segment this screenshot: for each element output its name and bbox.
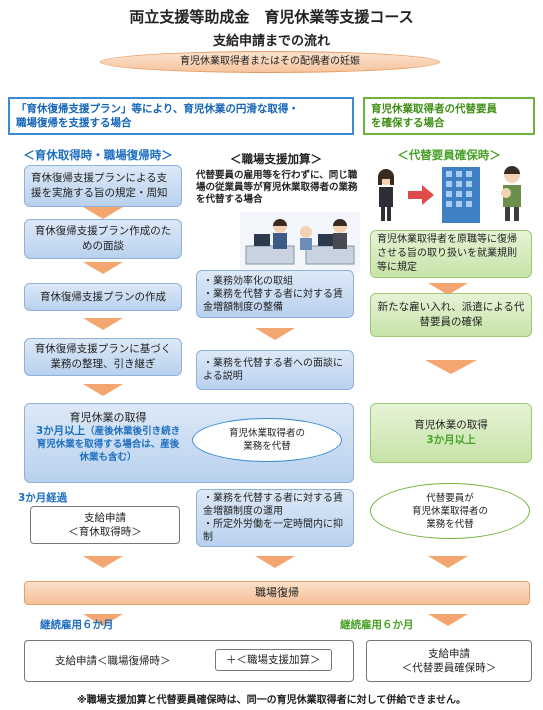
right-header-line2: を確保する場合 bbox=[371, 117, 445, 129]
col2-box1-line2: ・業務を代替する者に対する賃金増額制度の整備 bbox=[203, 288, 343, 313]
col3-box1: 育児休業取得者を原職等に復帰させる旨の取り扱いを就業規則等に規定 bbox=[370, 230, 532, 278]
col1-leave-note: （産後休業後引き続き育児休業を取得する場合は、産後休業も含む） bbox=[36, 426, 181, 463]
arrow-down-icon bbox=[425, 360, 477, 374]
arrow-down-icon bbox=[255, 556, 295, 568]
recruit-illustration bbox=[366, 163, 534, 225]
footnote: ※職場支援加算と代替要員確保時は、同一の育児休業取得者に対して併給できません。 bbox=[76, 695, 467, 706]
col1-box3: 育休復帰支援プランの作成 bbox=[24, 283, 182, 311]
left-header-line1: 「育休復帰支援プラン」等により、育児休業の円滑な取得・ bbox=[16, 103, 299, 115]
page-subtitle: 支給申請までの流れ bbox=[212, 34, 330, 49]
col3-leave-period: 3か月以上 bbox=[426, 434, 476, 446]
col3-oval-line3: 業務を代替 bbox=[426, 518, 474, 530]
final-right-box: 支給申請 ＜代替要員確保時＞ bbox=[366, 640, 532, 682]
col2-oval: 育児休業取得者の 業務を代替 bbox=[192, 418, 342, 462]
arrow-down-icon bbox=[83, 556, 123, 568]
col1-apply-line1: 支給申請 bbox=[84, 512, 126, 524]
col3-oval-line2: 育児休業取得者の bbox=[411, 505, 488, 517]
col2-box3-line1: ・業務を代替する者に対する賃金増額制度の運用 bbox=[203, 493, 343, 517]
start-oval: 育児休業取得者またはその配偶者の妊娠 bbox=[100, 51, 440, 73]
col2-heading: ＜職場支援加算＞ bbox=[230, 152, 322, 166]
return-band: 職場復帰 bbox=[24, 581, 530, 605]
arrow-down-icon bbox=[83, 262, 123, 274]
right-header: 育児休業取得者の代替要員 を確保する場合 bbox=[363, 97, 535, 135]
arrow-down-icon bbox=[428, 614, 468, 626]
col2-box1-line1: ・業務効率化の取組 bbox=[203, 275, 293, 287]
final-left-box: 支給申請＜職場復帰時＞ ＋＜職場支援加算＞ bbox=[24, 640, 354, 682]
right-header-line1: 育児休業取得者の代替要員 bbox=[371, 103, 497, 115]
arrow-down-icon bbox=[428, 283, 468, 295]
final-mid-label: ＋＜職場支援加算＞ bbox=[215, 649, 332, 671]
col3-box2: 新たな雇い入れ、派遣による代替要員の確保 bbox=[370, 293, 532, 337]
col1-box1: 育休復帰支援プランによる支援を実施する旨の規定・周知 bbox=[24, 165, 182, 207]
col2-box3-line2: ・所定外労働を一定時間内に抑制 bbox=[203, 519, 343, 543]
col2-oval-line2: 業務を代替 bbox=[243, 441, 291, 452]
col2-desc: 代替要員の雇用等を行わずに、同じ職場の従業員等が育児休業取得者の業務を代替する場… bbox=[196, 170, 358, 205]
col2-box2: ・業務を代替する者への面談による説明 bbox=[196, 350, 354, 390]
right-continuous: 継続雇用６か月 bbox=[340, 619, 414, 631]
col1-apply-box: 支給申請 ＜育休取得時＞ bbox=[30, 506, 180, 544]
arrow-down-icon bbox=[83, 384, 123, 396]
office-illustration bbox=[240, 212, 360, 272]
col2-box3: ・業務を代替する者に対する賃金増額制度の運用 ・所定外労働を一定時間内に抑制 bbox=[196, 489, 354, 547]
col3-oval-line1: 代替要員が bbox=[426, 492, 474, 504]
col3-leave-label: 育児休業の取得 bbox=[414, 419, 488, 431]
col1-leave-label: 育児休業の取得 bbox=[69, 411, 147, 424]
col1-leave-period: 3か月以上 bbox=[35, 425, 86, 437]
final-right-line2: ＜代替要員確保時＞ bbox=[401, 662, 497, 674]
final-left-label: 支給申請＜職場復帰時＞ bbox=[55, 655, 171, 667]
left-continuous: 継続雇用６か月 bbox=[40, 619, 114, 631]
col2-box1: ・業務効率化の取組 ・業務を代替する者に対する賃金増額制度の整備 bbox=[196, 270, 354, 318]
col1-heading: ＜育休取得時・職場復帰時＞ bbox=[23, 148, 173, 162]
arrow-down-icon bbox=[428, 556, 468, 568]
final-right-line1: 支給申請 bbox=[428, 648, 470, 660]
col1-apply-line2: ＜育休取得時＞ bbox=[68, 526, 142, 538]
left-header-line2: 職場復帰を支援する場合 bbox=[16, 117, 132, 129]
col1-box2: 育休復帰支援プラン作成のための面談 bbox=[24, 219, 182, 259]
col3-oval: 代替要員が 育児休業取得者の 業務を代替 bbox=[370, 483, 530, 539]
arrow-down-icon bbox=[83, 614, 123, 626]
arrow-down-icon bbox=[255, 328, 295, 340]
page-title: 両立支援等助成金 育児休業等支援コース bbox=[129, 8, 414, 26]
col3-leave-box: 育児休業の取得 3か月以上 bbox=[370, 403, 532, 463]
col1-elapsed: 3か月経過 bbox=[18, 492, 68, 504]
col3-heading: ＜代替要員確保時＞ bbox=[397, 148, 501, 162]
arrow-down-icon bbox=[83, 207, 123, 219]
left-header: 「育休復帰支援プラン」等により、育児休業の円滑な取得・ 職場復帰を支援する場合 bbox=[8, 97, 354, 135]
arrow-down-icon bbox=[83, 318, 123, 330]
col1-box4: 育休復帰支援プランに基づく業務の整理、引き継ぎ bbox=[24, 338, 182, 376]
col2-oval-line1: 育児休業取得者の bbox=[228, 428, 305, 439]
